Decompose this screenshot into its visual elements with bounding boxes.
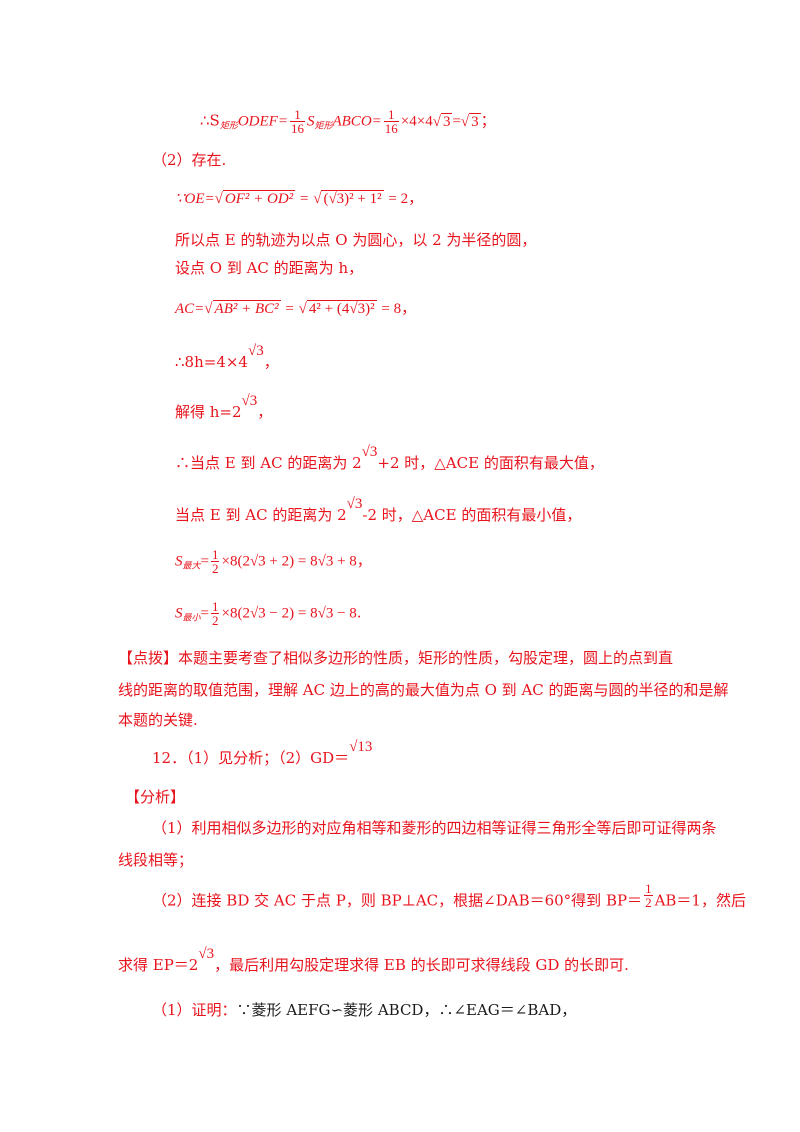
- text-line: （2）连接 BD 交 AC 于点 P，则 BP⊥AC，根据∠DAB＝60°得到 …: [152, 882, 746, 915]
- formula-text: ×8(2√3 + 2) = 8√3 + 8: [221, 553, 357, 570]
- section-heading: 【分析】: [125, 788, 186, 806]
- text-line: 求得 EP＝2√3，最后利用勾股定理求得 EB 的长即可求得线段 GD 的长即可…: [118, 946, 629, 976]
- numerator: 1: [211, 547, 219, 562]
- text-span: ∴当点 E 到 AC 的距离为 2: [175, 454, 362, 472]
- numerator: 1: [388, 107, 395, 122]
- sqrt: √13: [349, 739, 373, 755]
- formula-text: =: [299, 191, 309, 207]
- answer-12: 12．（1）见分析；（2）GD＝√13: [152, 739, 372, 769]
- formula-text: =: [200, 553, 209, 570]
- sqrt: √AB² + BC²: [204, 300, 281, 317]
- formula-text: = 8: [381, 301, 402, 317]
- sqrt: √4² + (4√3)²: [298, 300, 377, 317]
- text-span: 12．（1）见分析；（2）GD＝: [152, 749, 350, 767]
- punctuation: ，: [408, 189, 424, 207]
- sqrt: √3: [247, 343, 264, 359]
- text-span: ，最后利用勾股定理求得 EB 的长即可求得线段 GD 的长即可.: [214, 956, 629, 974]
- punctuation: ，: [263, 353, 279, 371]
- radicand: 3: [440, 112, 453, 130]
- proof-line: （1）证明：∵菱形 AEFG∽菱形 ABCD，∴∠EAG＝∠BAD，: [152, 1000, 576, 1020]
- subscript: 最大: [182, 561, 201, 572]
- formula-text: =: [285, 301, 294, 317]
- formula-line: ∴8h=4×4√3，: [175, 343, 279, 373]
- denominator: 2: [644, 895, 653, 910]
- subscript: 矩形: [314, 121, 333, 132]
- sqrt: √3: [460, 112, 481, 130]
- formula-text: AC=: [175, 301, 205, 317]
- sqrt: √3: [361, 444, 378, 460]
- numerator: 1: [211, 599, 219, 614]
- formula-ac: AC=√AB² + BC² = √4² + (4√3)² = 8，: [175, 298, 416, 319]
- denominator: 16: [289, 121, 305, 136]
- formula-line: 解得 h=2√3，: [175, 393, 273, 423]
- formula-text: ∴8h=4×4: [175, 353, 248, 371]
- formula-text: =: [200, 605, 209, 622]
- radicand: OF² + OD²: [222, 190, 296, 207]
- text-span: 求得 EP＝2: [118, 956, 199, 974]
- radicand: 4² + (4√3)²: [306, 300, 377, 317]
- formula-text: S: [175, 553, 183, 570]
- sqrt: √OF² + OD²: [214, 190, 296, 207]
- text-line: （2）存在.: [152, 151, 227, 169]
- text-span: -2 时，△ACE 的面积有最小值，: [362, 506, 582, 524]
- numerator: 1: [645, 881, 652, 896]
- formula-text: ∴S: [200, 111, 220, 130]
- text-span: +2 时，△ACE 的面积有最大值，: [377, 454, 604, 472]
- text-line: 所以点 E 的轨迹为以点 O 为圆心，以 2 为半径的圆，: [175, 231, 537, 249]
- text-line: （1）利用相似多边形的对应角相等和菱形的四边相等证得三角形全等后即可证得两条: [152, 819, 717, 837]
- text-span: ∵菱形 AEFG∽菱形 ABCD，∴∠EAG＝∠BAD，: [236, 1001, 577, 1019]
- punctuation: .: [356, 603, 362, 622]
- text-line: 设点 O 到 AC 的距离为 h，: [175, 259, 364, 277]
- formula-text: S: [306, 113, 315, 130]
- sqrt: √3: [432, 112, 453, 130]
- punctuation: ，: [257, 403, 273, 421]
- denominator: 16: [383, 121, 399, 136]
- text-span: 当点 E 到 AC 的距离为 2: [175, 506, 347, 524]
- text-line: 本题的关键.: [118, 711, 198, 729]
- text-line: 【点拨】本题主要考查了相似多边形的性质，矩形的性质，勾股定理，圆上的点到直: [118, 649, 674, 667]
- text-line: 线段相等；: [118, 851, 194, 869]
- subscript: 最小: [182, 613, 201, 624]
- formula-text: ODEF=: [237, 113, 288, 130]
- text-span: （2）连接 BD 交 AC 于点 P，则 BP⊥AC，根据∠DAB＝60°得到 …: [152, 891, 643, 910]
- formula-text: = 2: [388, 191, 409, 207]
- formula-text: ×4×4: [400, 113, 433, 130]
- denominator: 2: [210, 613, 220, 628]
- punctuation: ，: [356, 551, 372, 570]
- punctuation: ，: [401, 299, 417, 317]
- formula-text: =: [452, 113, 461, 130]
- text-span: （1）证明：: [152, 1001, 237, 1019]
- denominator: 2: [210, 561, 220, 576]
- formula-oe: ∵OE=√OF² + OD² = √(√3)² + 1² = 2，: [175, 188, 423, 209]
- subscript: 矩形: [219, 121, 238, 132]
- punctuation: ；: [480, 111, 496, 130]
- text-span: AB＝1，然后: [654, 891, 746, 910]
- sqrt: √(√3)² + 1²: [313, 190, 384, 207]
- text-line: 当点 E 到 AC 的距离为 2√3-2 时，△ACE 的面积有最小值，: [175, 496, 582, 526]
- radicand: (√3)² + 1²: [321, 190, 384, 207]
- radicand: AB² + BC²: [212, 300, 281, 317]
- formula-text: ×8(2√3 − 2) = 8√3 − 8: [221, 605, 357, 622]
- formula-text: ABCO=: [332, 113, 382, 130]
- formula-text: 解得 h=2: [175, 403, 242, 421]
- radicand: 3: [469, 112, 481, 130]
- text-line: ∴当点 E 到 AC 的距离为 2√3+2 时，△ACE 的面积有最大值，: [175, 444, 604, 474]
- sqrt: √3: [346, 496, 363, 512]
- text-line: 线的距离的取值范围，理解 AC 边上的高的最大值为点 O 到 AC 的距离与圆的…: [118, 681, 729, 699]
- formula-text: S: [175, 605, 183, 622]
- sqrt: √3: [198, 946, 215, 962]
- sqrt: √3: [241, 393, 258, 409]
- formula-text: ∵OE=: [175, 191, 215, 207]
- numerator: 1: [294, 107, 301, 122]
